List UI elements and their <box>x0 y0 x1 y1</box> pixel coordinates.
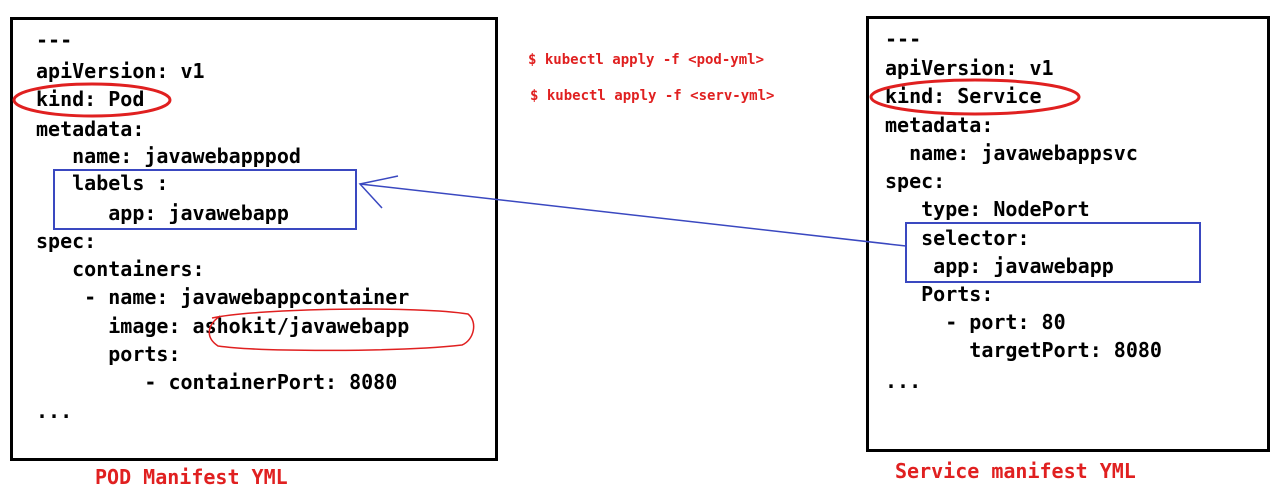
service-line: ... <box>885 369 922 393</box>
service-line-kind: kind: Service <box>885 84 1042 108</box>
service-line: --- <box>885 27 922 51</box>
pod-line: apiVersion: v1 <box>36 59 205 83</box>
service-line-selector: selector: <box>885 226 1030 250</box>
pod-line: - containerPort: 8080 <box>36 370 398 394</box>
service-line: apiVersion: v1 <box>885 56 1054 80</box>
pod-line: --- <box>36 28 73 52</box>
pod-line: ports: <box>36 342 181 366</box>
service-line: Ports: <box>885 282 994 306</box>
pod-line: ... <box>36 399 73 423</box>
pod-line-label-app: app: javawebapp <box>36 201 289 225</box>
pod-caption: POD Manifest YML <box>95 465 288 489</box>
pod-line-kind: kind: Pod <box>36 87 145 111</box>
pod-line: name: javawebapppod <box>36 144 301 168</box>
service-caption: Service manifest YML <box>895 459 1136 483</box>
service-line: - port: 80 <box>885 310 1066 334</box>
kubectl-pod-command: $ kubectl apply -f <pod-yml> <box>528 52 765 68</box>
service-line: type: NodePort <box>885 197 1090 221</box>
pod-line: spec: <box>36 229 97 253</box>
service-line: name: javawebappsvc <box>885 141 1138 165</box>
service-line-selector-app: app: javawebapp <box>885 254 1114 278</box>
pod-line-labels: labels : <box>36 171 169 195</box>
pod-line: metadata: <box>36 117 145 141</box>
kubectl-service-command: $ kubectl apply -f <serv-yml> <box>530 88 775 104</box>
pod-line-image: image: ashokit/javawebapp <box>36 314 410 338</box>
service-line: targetPort: 8080 <box>885 338 1162 362</box>
service-line: metadata: <box>885 113 994 137</box>
service-line: spec: <box>885 169 946 193</box>
pod-line: - name: javawebappcontainer <box>36 285 410 309</box>
pod-line: containers: <box>36 257 205 281</box>
